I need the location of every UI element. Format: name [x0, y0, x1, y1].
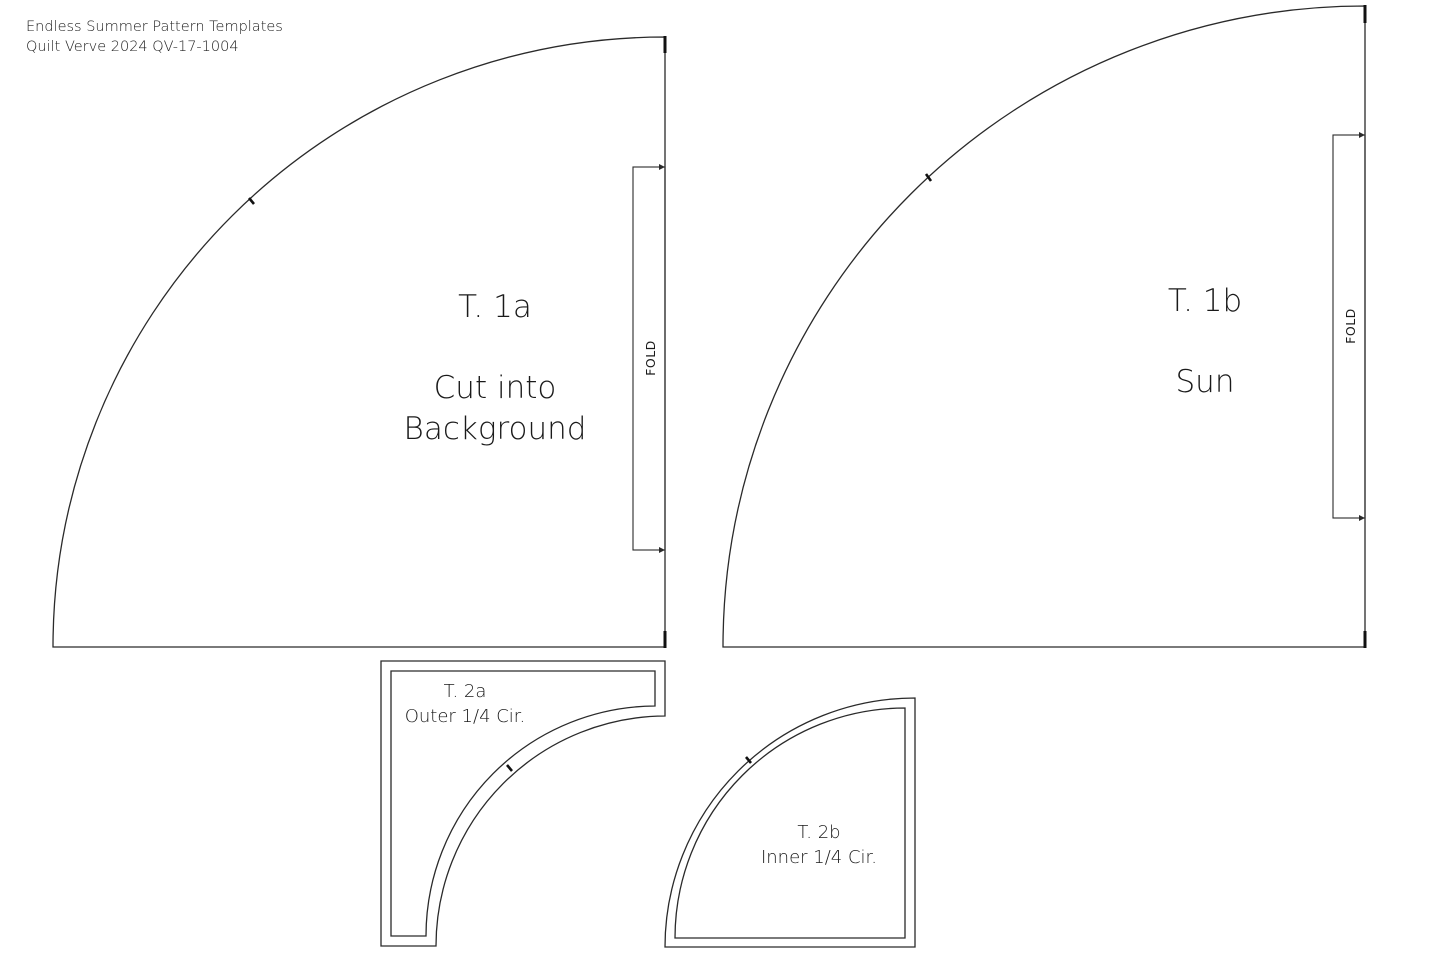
t1a-instruction-line1: Cut into: [434, 370, 557, 406]
t2b-inner-outline: [674, 707, 906, 939]
t1a-fold-arrow-bottom: [659, 547, 665, 553]
t1b-notch: [924, 173, 933, 182]
t1b-fold-arrow-bottom: [1359, 515, 1365, 521]
template-t2a: T. 2a Outer 1/4 Cir.: [380, 660, 666, 947]
page-header: Endless Summer Pattern Templates Quilt V…: [26, 17, 283, 57]
template-t1b: FOLD T. 1b Sun: [722, 5, 1367, 648]
t2b-outer-outline: [664, 697, 916, 948]
header-subtitle: Quilt Verve 2024 QV-17-1004: [26, 39, 239, 55]
t1a-notch: [248, 197, 255, 205]
t2a-outer-outline: [380, 660, 666, 947]
header-title: Endless Summer Pattern Templates: [26, 19, 283, 35]
t2a-inner-outline: [390, 670, 656, 937]
t1a-fold-label: FOLD: [643, 340, 658, 376]
t1b-fold-box: [1332, 134, 1366, 519]
t2b-description: Inner 1/4 Cir.: [761, 847, 877, 868]
t1b-instruction-line1: Sun: [1176, 364, 1235, 400]
t2b-name: T. 2b: [797, 822, 840, 843]
t2a-name: T. 2a: [444, 681, 487, 702]
t1a-instruction-line2: Background: [404, 411, 587, 447]
t1b-name: T. 1b: [1168, 283, 1242, 319]
template-t2b: T. 2b Inner 1/4 Cir.: [664, 697, 916, 948]
t1b-outline: [722, 5, 1366, 648]
t1b-fold-arrow-top: [1359, 132, 1365, 138]
t2b-notch: [745, 756, 752, 764]
template-t1a: FOLD T. 1a Cut into Background: [52, 36, 667, 648]
t1a-fold-arrow-top: [659, 164, 665, 170]
t2a-notch: [506, 764, 513, 772]
t1a-fold-box: [632, 166, 666, 551]
t1b-fold-label: FOLD: [1343, 308, 1358, 344]
t2a-description: Outer 1/4 Cir.: [405, 706, 526, 727]
t1a-name: T. 1a: [458, 289, 532, 325]
t1a-outline: [52, 36, 666, 648]
